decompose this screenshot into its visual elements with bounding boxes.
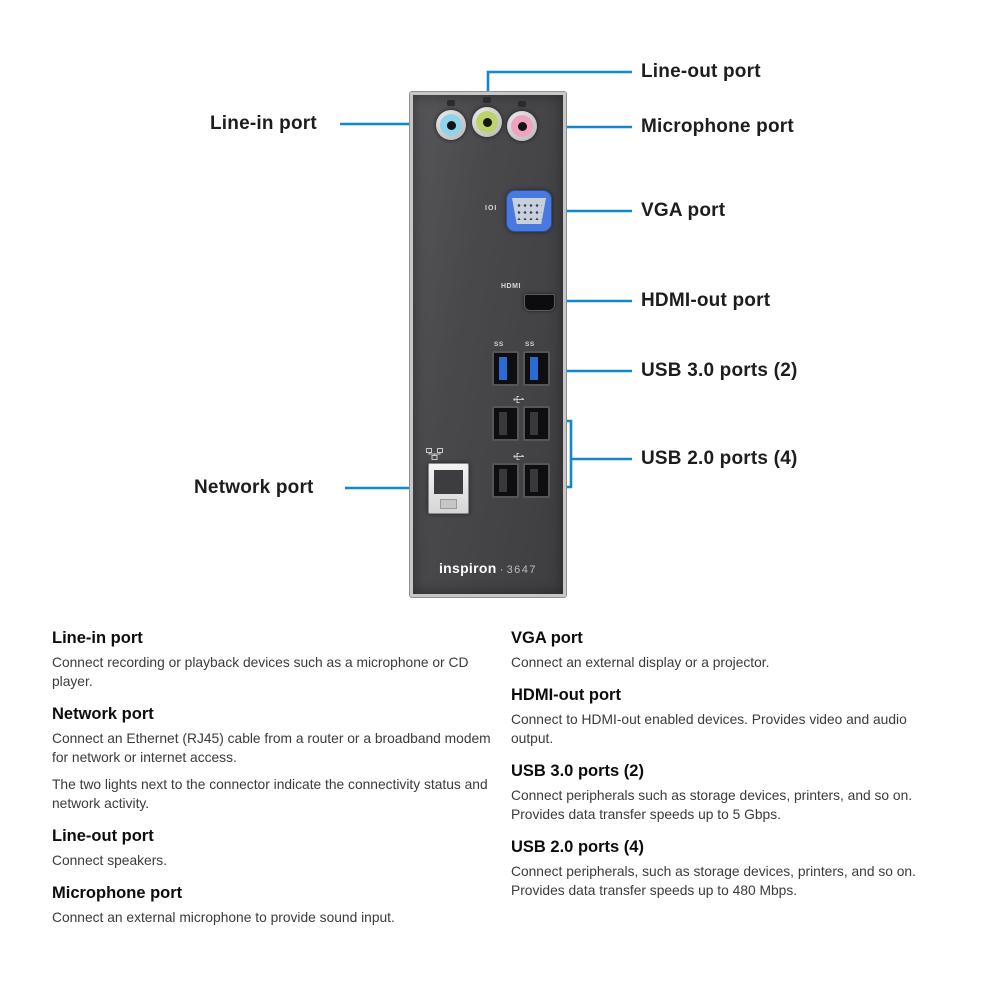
callout-label-vga: VGA port — [641, 200, 726, 221]
usb3-ss-icon: SS — [494, 341, 504, 348]
description-text: Connect peripherals such as storage devi… — [511, 788, 913, 823]
network-port-contacts — [434, 470, 463, 494]
microphone-symbol-icon — [518, 101, 526, 107]
usb2-port-2 — [523, 406, 550, 441]
description-title: Line-out port — [52, 827, 154, 846]
line-in-jack — [436, 110, 466, 140]
description-text: Connect an external microphone to provid… — [52, 910, 395, 926]
usb2-port-4 — [523, 463, 550, 498]
usb2-tongue — [499, 412, 507, 435]
description-title: USB 2.0 ports (4) — [511, 838, 644, 857]
description-microphone: Microphone port Connect an external micr… — [52, 884, 495, 927]
description-title: Microphone port — [52, 884, 183, 903]
computer-back-panel: IOI HDMI SS SS — [410, 92, 566, 597]
vga-connector-insert — [512, 198, 546, 224]
usb2-tongue — [530, 469, 538, 492]
descriptions-left-column: Line-in port Connect recording or playba… — [52, 626, 495, 935]
usb3-port-1 — [492, 351, 519, 386]
description-title: HDMI-out port — [511, 686, 621, 705]
device-label: inspiron·3647 — [413, 560, 563, 578]
description-text: Connect peripherals, such as storage dev… — [511, 864, 916, 899]
description-title: Network port — [52, 705, 154, 724]
line-out-jack-hole — [482, 117, 492, 127]
callout-label-line-out: Line-out port — [641, 61, 761, 82]
usb2-port-3 — [492, 463, 519, 498]
descriptions-right-column: VGA port Connect an external display or … — [511, 626, 925, 908]
usb-trident-icon — [513, 453, 525, 460]
hdmi-marking: HDMI — [501, 283, 521, 290]
callout-label-usb3: USB 3.0 ports (2) — [641, 360, 798, 381]
usb2-tongue — [530, 412, 538, 435]
microphone-jack — [507, 111, 537, 141]
hdmi-out-port — [524, 294, 555, 311]
brand-separator: · — [499, 562, 504, 576]
description-text: Connect an external display or a project… — [511, 655, 770, 670]
callout-label-line-in: Line-in port — [210, 113, 317, 134]
brand-model: 3647 — [506, 564, 538, 576]
usb-trident-icon — [513, 396, 525, 403]
description-title: VGA port — [511, 629, 583, 647]
callout-label-usb2: USB 2.0 ports (4) — [641, 448, 798, 469]
usb3-tongue — [530, 357, 538, 380]
description-title: Line-in port — [52, 629, 143, 647]
vga-marking: IOI — [485, 205, 498, 212]
network-port — [428, 463, 469, 514]
callout-label-network: Network port — [194, 477, 314, 498]
usb2-port-1 — [492, 406, 519, 441]
usb2-tongue — [499, 469, 507, 492]
description-text: The two lights next to the connector ind… — [52, 777, 488, 812]
usb3-port-2 — [523, 351, 550, 386]
description-line-out: Line-out port Connect speakers. — [52, 827, 495, 870]
description-hdmi: HDMI-out port Connect to HDMI-out enable… — [511, 686, 925, 748]
description-usb3: USB 3.0 ports (2) Connect peripherals su… — [511, 762, 925, 824]
brand-name: inspiron — [438, 560, 497, 576]
description-network: Network port Connect an Ethernet (RJ45) … — [52, 705, 495, 813]
description-text: Connect recording or playback devices su… — [52, 655, 469, 690]
description-line-in: Line-in port Connect recording or playba… — [52, 629, 495, 691]
usb3-tongue — [499, 357, 507, 380]
usb3-ss-icon: SS — [525, 341, 535, 348]
line-in-jack-hole — [446, 120, 456, 130]
callout-label-hdmi: HDMI-out port — [641, 290, 771, 311]
description-text: Connect speakers. — [52, 853, 168, 869]
microphone-jack-hole — [517, 121, 527, 131]
callout-label-microphone: Microphone port — [641, 116, 794, 137]
network-port-notch — [440, 499, 457, 509]
vga-port — [506, 190, 552, 232]
line-out-jack — [472, 107, 502, 137]
network-icon — [426, 448, 443, 460]
description-vga: VGA port Connect an external display or … — [511, 629, 925, 672]
description-text: Connect an Ethernet (RJ45) cable from a … — [52, 731, 491, 766]
description-text: Connect to HDMI-out enabled devices. Pro… — [511, 712, 907, 747]
line-out-symbol-icon — [483, 97, 491, 103]
description-title: USB 3.0 ports (2) — [511, 762, 644, 781]
description-usb2: USB 2.0 ports (4) Connect peripherals, s… — [511, 838, 925, 900]
line-in-symbol-icon — [447, 100, 455, 106]
